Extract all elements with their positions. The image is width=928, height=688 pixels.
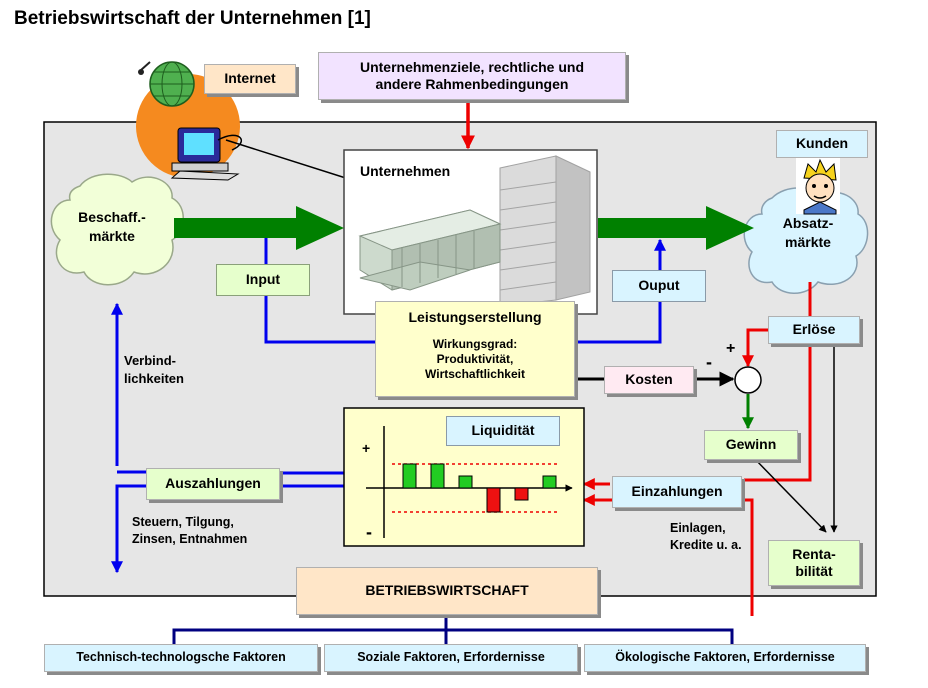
computer-icon — [170, 127, 243, 181]
einzahlungen-box: Einzahlungen — [612, 476, 742, 508]
technisch-factor-label: Technisch-technologsche Faktoren — [76, 650, 286, 665]
steuern-label: Steuern, Tilgung, Zinsen, Entnahmen — [132, 515, 248, 546]
auszahlungen-box: Auszahlungen — [146, 468, 280, 500]
einlagen-label: Einlagen, Kredite u. a. — [670, 521, 742, 552]
leistungserstellung-label: Leistungserstellung — [408, 309, 542, 325]
oekologisch-factor-label: Ökologische Faktoren, Erfordernisse — [615, 650, 835, 665]
beschaffmaerkte-cloud — [50, 173, 184, 286]
liquidity-bars — [402, 463, 557, 513]
unternehmen-label: Unternehmen — [360, 163, 451, 179]
auszahlungen-down-arrow — [111, 484, 146, 574]
kosten-label: Kosten — [625, 371, 673, 388]
customer-person-icon — [796, 156, 840, 215]
chart-minus-label: - — [366, 522, 372, 542]
wirkungsgrad-label: Wirkungsgrad: Produktivität, Wirtschaftl… — [425, 336, 525, 381]
erloese-label: Erlöse — [792, 321, 836, 338]
internet-illustration — [136, 61, 243, 181]
verbindlichkeiten-label: Verbind- lichkeiten — [124, 353, 184, 386]
erloese-box: Erlöse — [768, 316, 860, 344]
internet-link-line — [225, 139, 353, 181]
auszahlungen-label: Auszahlungen — [165, 475, 261, 492]
globe-icon — [138, 61, 195, 107]
oekologisch-factor-box: Ökologische Faktoren, Erfordernisse — [584, 644, 866, 672]
bottom-distribution-line — [172, 628, 734, 644]
sozial-factor-label: Soziale Faktoren, Erfordernisse — [357, 650, 545, 665]
liquidity-bar — [458, 475, 473, 489]
rahmenbedingungen-box: Unternehmenziele, rechtliche und andere … — [318, 52, 626, 100]
green-flow-arrow-right — [598, 206, 754, 250]
liquiditaet-box: Liquidität — [446, 416, 560, 446]
rahmenbedingungen-label: Unternehmenziele, rechtliche und andere … — [359, 58, 585, 93]
kosten-box: Kosten — [604, 366, 694, 394]
output-box: Ouput — [612, 270, 706, 302]
internet-box: Internet — [204, 64, 296, 94]
gewinn-to-rentabilitaet-arrow — [751, 455, 827, 533]
erloese-to-node-arrow — [742, 328, 768, 368]
input-box: Input — [216, 264, 310, 296]
gewinn-label: Gewinn — [725, 436, 777, 453]
liquidity-bar — [430, 463, 445, 489]
absatzmaerkte-label: Absatz- märkte — [782, 215, 834, 250]
internet-label: Internet — [224, 70, 276, 87]
technisch-factor-box: Technisch-technologsche Faktoren — [44, 644, 318, 672]
liquidity-bar — [514, 487, 529, 501]
leistungserstellung-box: Leistungserstellung Wirkungsgrad: Produk… — [375, 301, 575, 397]
page-title: Betriebswirtschaft der Unternehmen [1] — [14, 8, 371, 29]
kunden-box: Kunden — [776, 130, 868, 158]
node-minus-sign: - — [706, 352, 712, 372]
betriebswirtschaft-box: BETRIEBSWIRTSCHAFT — [296, 567, 598, 615]
rentabilitaet-label: Renta- bilität — [792, 545, 836, 580]
output-label: Ouput — [638, 277, 680, 294]
betriebswirtschaft-label: BETRIEBSWIRTSCHAFT — [365, 582, 529, 599]
beschaffmaerkte-label: Beschaff.- märkte — [78, 209, 146, 244]
liquidity-bar — [486, 487, 501, 513]
node-plus-sign: + — [726, 340, 736, 357]
green-flow-arrow-left — [174, 206, 344, 250]
building-illustration — [358, 155, 591, 307]
kunden-label: Kunden — [795, 135, 849, 152]
summing-node — [734, 366, 762, 394]
liquiditaet-label: Liquidität — [471, 422, 535, 439]
input-label: Input — [245, 271, 281, 288]
einzahlungen-label: Einzahlungen — [631, 483, 723, 500]
erloese-to-einzahlungen-line — [744, 344, 812, 482]
chart-plus-label: + — [362, 440, 371, 456]
liquidity-bar — [542, 475, 557, 489]
liquidity-bar — [402, 463, 417, 489]
sozial-factor-box: Soziale Faktoren, Erfordernisse — [324, 644, 578, 672]
rentabilitaet-box: Renta- bilität — [768, 540, 860, 586]
gewinn-box: Gewinn — [704, 430, 798, 460]
